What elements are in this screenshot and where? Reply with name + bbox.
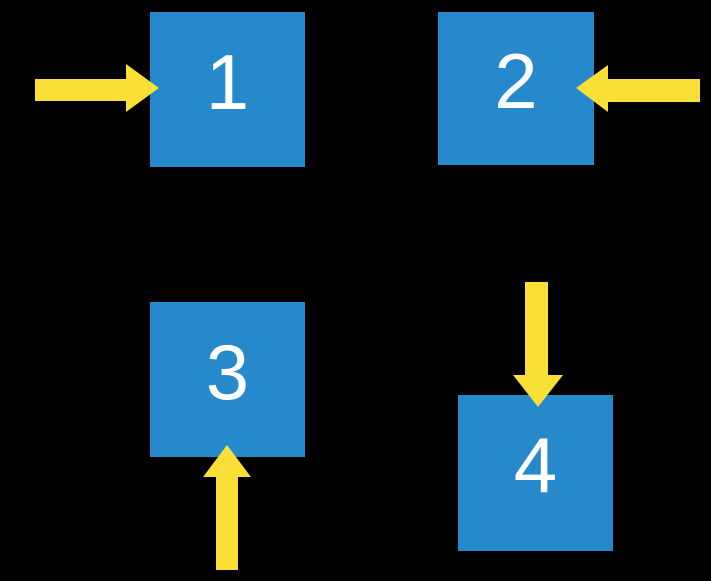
arrow-up-icon <box>203 445 251 570</box>
arrow-left-icon <box>576 65 700 112</box>
target-square-3[interactable]: 3 <box>150 302 305 457</box>
square-number-label: 1 <box>205 37 250 126</box>
square-number-label: 2 <box>494 36 538 125</box>
arrow-down-icon <box>513 282 563 407</box>
target-square-4[interactable]: 4 <box>458 395 613 551</box>
target-square-1[interactable]: 1 <box>150 12 305 167</box>
target-square-2[interactable]: 2 <box>438 12 594 165</box>
square-number-label: 4 <box>513 421 558 509</box>
arrow-right-icon <box>35 64 159 112</box>
square-number-label: 3 <box>205 327 250 416</box>
